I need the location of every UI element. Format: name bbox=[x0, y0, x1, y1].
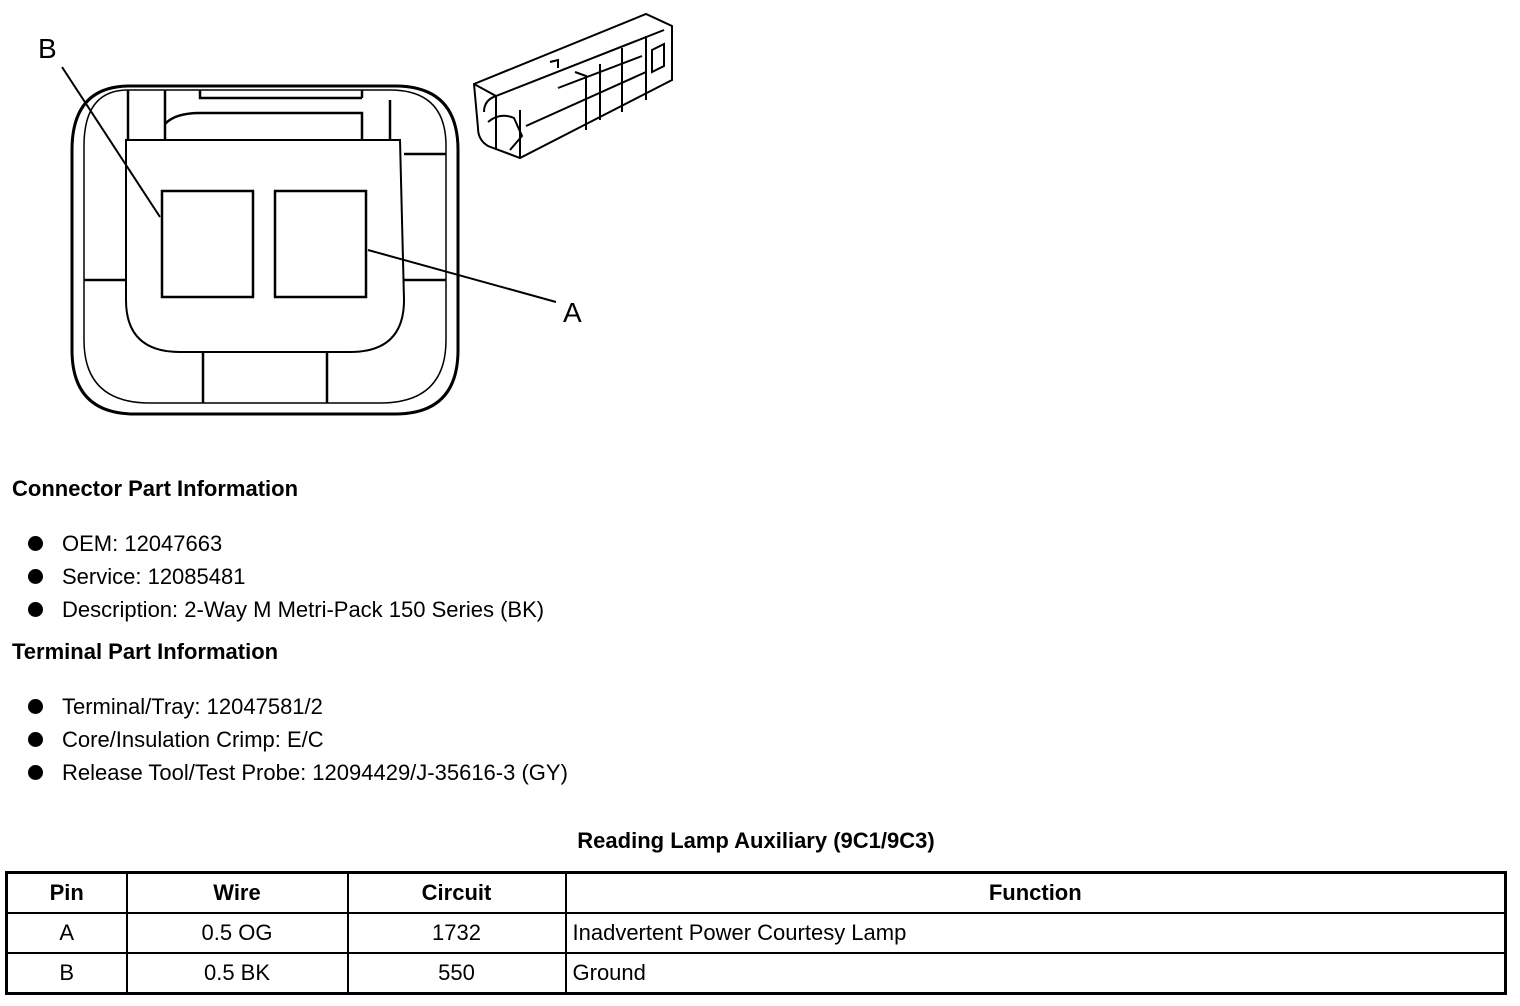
bullet-icon bbox=[28, 699, 43, 714]
bullet-icon bbox=[28, 732, 43, 747]
terminal-info-list: Terminal/Tray: 12047581/2 Core/Insulatio… bbox=[28, 690, 568, 789]
pin-table: Pin Wire Circuit Function A 0.5 OG 1732 … bbox=[5, 871, 1507, 995]
terminal-info-title: Terminal Part Information bbox=[12, 639, 279, 664]
list-item: Description: 2-Way M Metri-Pack 150 Seri… bbox=[28, 593, 544, 626]
table-header-row: Pin Wire Circuit Function bbox=[5, 871, 1507, 914]
bullet-icon bbox=[28, 569, 43, 584]
header-pin: Pin bbox=[5, 871, 128, 914]
bullet-icon bbox=[28, 765, 43, 780]
cell-pin: B bbox=[5, 952, 128, 995]
header-function: Function bbox=[564, 871, 1507, 914]
cell-pin: A bbox=[5, 912, 128, 954]
connector-diagram: B A bbox=[38, 12, 673, 416]
callout-a: A bbox=[563, 297, 582, 328]
header-wire: Wire bbox=[125, 871, 349, 914]
callout-b: B bbox=[38, 33, 57, 64]
list-item: Service: 12085481 bbox=[28, 560, 544, 593]
table-row: A 0.5 OG 1732 Inadvertent Power Courtesy… bbox=[5, 912, 1507, 954]
list-item: Terminal/Tray: 12047581/2 bbox=[28, 690, 568, 723]
list-item: Core/Insulation Crimp: E/C bbox=[28, 723, 568, 756]
cell-wire: 0.5 OG bbox=[125, 912, 349, 954]
cell-function: Inadvertent Power Courtesy Lamp bbox=[564, 912, 1507, 954]
table-title: Reading Lamp Auxiliary (9C1/9C3) bbox=[577, 828, 935, 853]
table-row: B 0.5 BK 550 Ground bbox=[5, 952, 1507, 995]
cell-wire: 0.5 BK bbox=[125, 952, 349, 995]
cell-circuit: 1732 bbox=[346, 912, 567, 954]
connector-info-title: Connector Part Information bbox=[12, 476, 299, 501]
header-circuit: Circuit bbox=[346, 871, 567, 914]
list-item: OEM: 12047663 bbox=[28, 527, 544, 560]
connector-info-list: OEM: 12047663 Service: 12085481 Descript… bbox=[28, 527, 544, 626]
cell-function: Ground bbox=[564, 952, 1507, 995]
bullet-icon bbox=[28, 602, 43, 617]
bullet-icon bbox=[28, 536, 43, 551]
list-item: Release Tool/Test Probe: 12094429/J-3561… bbox=[28, 756, 568, 789]
cell-circuit: 550 bbox=[346, 952, 567, 995]
